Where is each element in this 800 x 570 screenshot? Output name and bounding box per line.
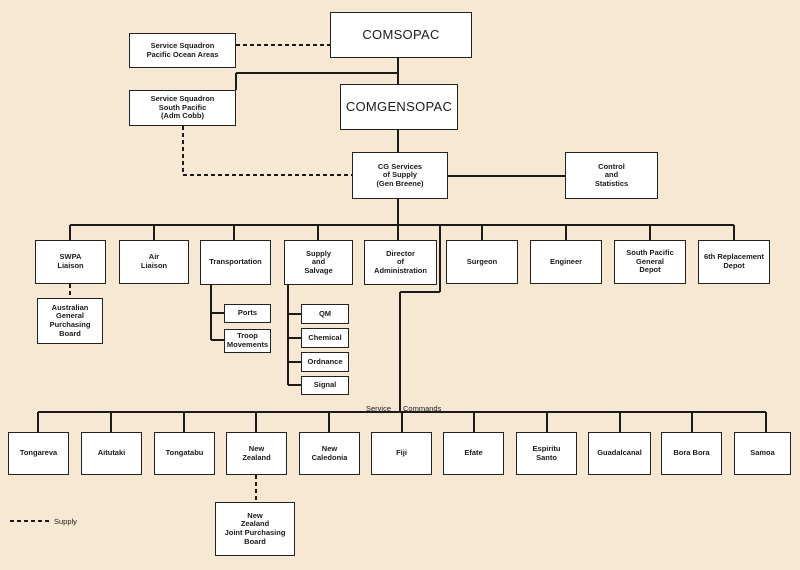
signal-box: Signal [301, 376, 349, 395]
fiji-box: Fiji [371, 432, 432, 475]
commands-label: Commands [403, 404, 442, 413]
qm-box: QM [301, 304, 349, 324]
sixth-replacement-depot-box: 6th Replacement Depot [698, 240, 770, 284]
espiritu-santo-box: Espiritu Santo [516, 432, 577, 475]
troop-movements-box: Troop Movements [224, 329, 271, 353]
engineer-box: Engineer [530, 240, 602, 284]
new-zealand-box: New Zealand [226, 432, 287, 475]
new-caledonia-box: New Caledonia [299, 432, 360, 475]
south-pacific-general-depot-box: South Pacific General Depot [614, 240, 686, 284]
service-squadron-poa-box: Service Squadron Pacific Ocean Areas [129, 33, 236, 68]
tongareva-box: Tongareva [8, 432, 69, 475]
surgeon-box: Surgeon [446, 240, 518, 284]
comsopac-box: COMSOPAC [330, 12, 472, 58]
director-of-administration-box: Director of Administration [364, 240, 437, 285]
efate-box: Efate [443, 432, 504, 475]
ports-box: Ports [224, 304, 271, 323]
aitutaki-box: Aitutaki [81, 432, 142, 475]
guadalcanal-box: Guadalcanal [588, 432, 651, 475]
nz-joint-purchasing-board-box: New Zealand Joint Purchasing Board [215, 502, 295, 556]
ordnance-box: Ordnance [301, 352, 349, 372]
supply-and-salvage-box: Supply and Salvage [284, 240, 353, 285]
cg-services-of-supply-box: CG Services of Supply (Gen Breene) [352, 152, 448, 199]
service-label: Service [366, 404, 392, 413]
air-liaison-box: Air Liaison [119, 240, 189, 284]
control-and-statistics-box: Control and Statistics [565, 152, 658, 199]
transportation-box: Transportation [200, 240, 271, 285]
legend-supply-label: Supply [54, 517, 77, 526]
comgensopac-box: COMGENSOPAC [340, 84, 458, 130]
bora-bora-box: Bora Bora [661, 432, 722, 475]
samoa-box: Samoa [734, 432, 791, 475]
australian-general-purchasing-board-box: Australian General Purchasing Board [37, 298, 103, 344]
tongatabu-box: Tongatabu [154, 432, 215, 475]
swpa-liaison-box: SWPA Liaison [35, 240, 106, 284]
service-squadron-sp-box: Service Squadron South Pacific (Adm Cobb… [129, 90, 236, 126]
chemical-box: Chemical [301, 328, 349, 348]
